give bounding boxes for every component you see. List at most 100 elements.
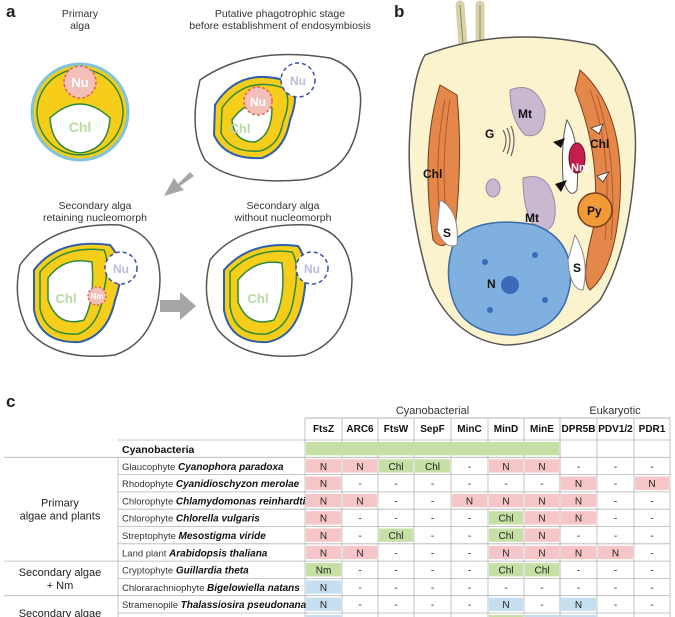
b-g-label: G [485,127,494,141]
table-cell-fill [306,528,341,542]
table-cell: N [320,583,327,594]
table-cell: - [468,548,471,559]
table-cell: Chl [388,531,403,542]
table-cell: - [394,548,397,559]
b-s-right-label: S [573,261,581,275]
primary-nu-label: Nu [71,75,88,90]
table-cell: N [502,548,509,559]
table-cell: N [538,531,545,542]
table-cell-fill [306,511,341,525]
column-header: MinE [530,424,554,435]
table-cell: - [394,600,397,611]
b-mt-lower-label: Mt [525,211,539,225]
table-cell-fill [489,528,523,542]
starch-right [567,233,586,291]
table-cell: N [320,496,327,507]
mitochondrion-lower [522,176,556,232]
table-cell: - [577,583,580,594]
row-label: Streptophyte Mesostigma viride [122,531,266,542]
row-label: Rhodophyte Cyanidioschyzon merolae [122,479,300,490]
table-cell: N [648,479,655,490]
table-cell-fill [561,511,596,525]
table-cell: N [575,514,582,525]
column-header: MinC [457,424,481,435]
table-cell: - [431,531,434,542]
table-cell: - [358,531,361,542]
table-cell: - [614,583,617,594]
putative-stage-cell [194,53,362,182]
table-cell: - [468,600,471,611]
table-cell-fill [525,615,559,617]
table-cell: - [650,566,653,577]
table-cell: Chl [388,462,403,473]
table-cell: N [575,600,582,611]
table-cell-fill [635,476,669,490]
table-cell: - [540,479,543,490]
table-cell: - [504,479,507,490]
table-cell-fill [489,597,523,611]
table-cell-fill [561,545,596,560]
table-cell: - [431,496,434,507]
row-label: Chlorophyte Chlorella vulgaris [122,514,260,525]
mitochondrion-upper [509,87,546,137]
column-header: FtsW [384,424,409,435]
table-cell-fill [489,563,523,577]
table-cell: - [504,583,507,594]
table-cell-fill [489,545,523,560]
panel-a-letter: a [6,2,16,21]
row-label: Stramenopile Thalassiosira pseudonana [122,600,307,611]
table-cell: N [320,514,327,525]
nucleomorph [568,142,586,174]
column-header: DPR5B [562,424,596,435]
b-chl-left-label: Chl [423,167,442,181]
table-cell: - [614,479,617,490]
table-cell: - [650,531,653,542]
b-chl-right-label: Chl [590,137,609,151]
table-cell: N [612,548,619,559]
group-header-eukaryotic: Eukaryotic [589,405,641,417]
table-cell: - [468,566,471,577]
table-cell: - [431,583,434,594]
putative-chl-label: Chl [230,121,251,136]
table-cell-fill [343,493,377,508]
table-cell-fill [306,476,341,490]
primary-chl-label: Chl [69,119,92,135]
table-cell: - [358,600,361,611]
table-cell-fill [343,545,377,560]
table-cell: - [431,479,434,490]
table-cell: - [650,600,653,611]
table-cell: - [394,479,397,490]
table-cell-fill [306,615,341,617]
table-cell: N [320,479,327,490]
table-cell-fill [306,545,341,560]
b-s-left-label: S [443,226,451,240]
table-cell: N [502,462,509,473]
b-nm-label: Nm [571,162,589,174]
table-cell: - [431,600,434,611]
table-cell-fill [561,476,596,490]
pyrenoid [577,192,613,228]
table-cell: - [468,583,471,594]
table-cell-fill [525,528,559,542]
table-cell: - [468,514,471,525]
b-mt-upper-label: Mt [518,107,532,121]
row-label: Glaucophyte Cyanophora paradoxa [122,462,284,473]
table-cell: - [614,462,617,473]
table-cell: - [650,514,653,525]
arrow-right-icon [160,292,196,320]
row-group-label: Secondary algae [19,567,102,579]
table-cell-fill [598,545,633,560]
table-cell: - [431,566,434,577]
table-cell: N [502,496,509,507]
table-cell-fill [561,615,596,617]
table-cell-fill [525,459,559,473]
table-cell: - [614,496,617,507]
table-cell: - [614,531,617,542]
table-cell: - [394,583,397,594]
table-cell: N [320,462,327,473]
primary-alga-caption: Primary alga [61,8,99,32]
panel-b-letter: b [394,2,405,21]
table-cell: N [502,600,509,611]
table-cell-fill [415,459,450,473]
